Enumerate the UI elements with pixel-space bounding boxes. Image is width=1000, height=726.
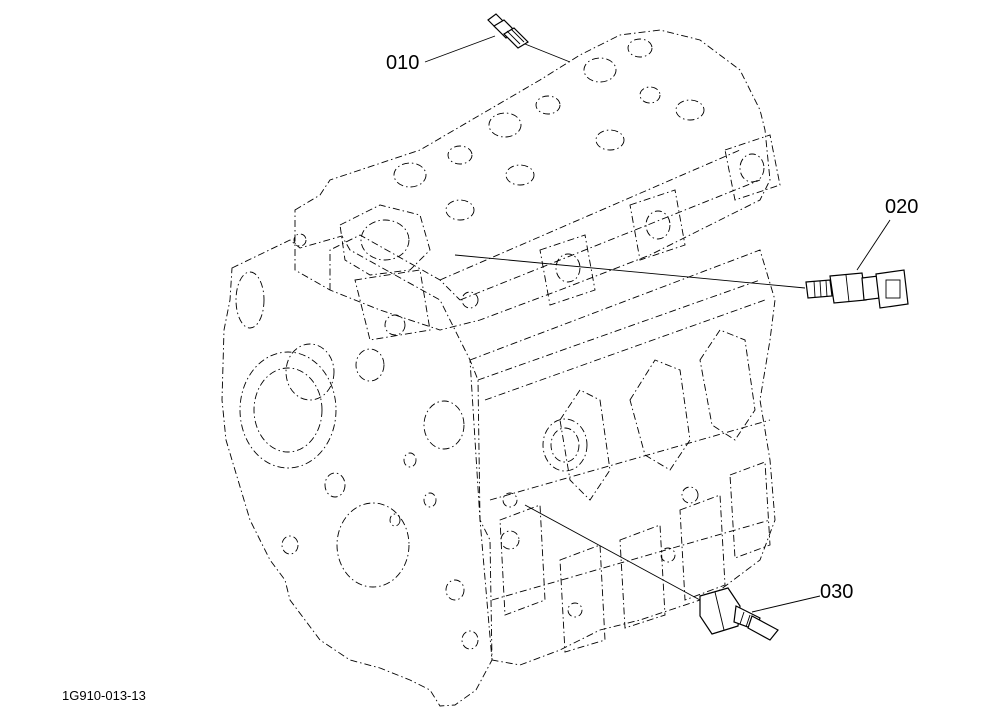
plate-hole [281,535,299,555]
plate-hole [403,452,417,468]
plate-hole [355,348,385,382]
thread-line [819,280,822,298]
manifold-flange [539,234,596,306]
head-port [535,95,561,115]
plate-slot [235,271,265,329]
head-hole [293,233,307,247]
callout-010: 010 [386,52,419,74]
head-port [675,99,705,121]
flange-port [739,153,765,183]
callout-020: 020 [885,196,918,218]
plate-bore-upper [285,343,335,401]
block-edge [489,419,771,501]
leader-lines [424,35,891,613]
part-020-switch[interactable] [805,269,909,309]
thread-line [739,611,745,625]
crankcase-web [679,494,726,601]
block-rib [699,329,756,441]
head-edge [459,179,761,301]
manifold-flange [724,134,781,201]
hex-edge [845,274,850,303]
plate-bore-large [239,351,337,469]
head-hole [461,291,479,309]
head-port [639,86,661,104]
block-edge [491,519,771,601]
hex-edge [714,591,725,631]
water-pump-neck [354,269,431,341]
head-port [595,129,625,151]
leader-020-to-part [454,254,806,289]
plug-030-hex [699,587,741,635]
head-port [447,145,473,165]
switch-020-thread [805,279,833,299]
plate-bore-inner [253,367,323,453]
thread-line [745,614,751,628]
block-hole [567,602,583,618]
block-hole [500,530,520,550]
plate-hole [423,492,437,508]
thread-line [510,28,525,43]
sensor-010-thread [503,27,529,49]
leader-010-to-part [524,43,571,63]
block-hole [681,486,699,504]
block-edge [477,279,761,381]
part-010-sensor[interactable] [487,13,529,49]
plate-hole [389,513,401,527]
crankcase-web [499,504,546,616]
leader-030 [751,595,821,613]
part-030-plug[interactable] [699,587,779,641]
plate-bore-right [423,400,465,450]
head-port [445,199,475,221]
callout-030: 030 [820,581,853,603]
thread-line [506,30,521,45]
leader-030-to-part [524,504,701,601]
cylinder-head [293,29,781,341]
block-rib [559,389,611,501]
block-port-inner [550,427,580,463]
crankcase-web [619,524,666,629]
head-edge [329,234,461,301]
head-port [627,38,653,58]
block-rib [629,359,691,471]
plate-bore-lower [336,502,410,588]
leader-010 [424,35,496,63]
plate-hole [445,579,465,601]
manifold-flange [629,189,686,261]
thread-line [813,280,816,298]
connector-socket [885,279,901,299]
thermostat-housing-outlet [360,219,410,261]
block-port [542,418,588,472]
flange-port [555,253,581,283]
switch-020-connector [875,269,909,309]
thermostat-housing [339,204,431,276]
switch-020-hex [829,272,867,304]
plug-030-tip [747,615,779,641]
head-hole [384,314,406,336]
engine-block [221,235,776,707]
head-outline [294,29,771,331]
crankcase-web [729,461,771,559]
leader-020 [856,219,891,271]
plate-hole [324,472,346,498]
plate-hole [461,630,479,650]
head-port [583,57,617,83]
crankcase-web [559,544,606,653]
gear-case-plate [221,235,493,707]
thread-line [825,280,828,298]
head-port [505,164,535,186]
flange-port [645,210,671,240]
block-edge [484,299,766,401]
head-port [488,112,522,138]
head-port [393,162,427,188]
figure-reference: 1G910-013-13 [62,688,146,703]
block-hole [660,547,676,563]
block-hole [502,492,518,508]
